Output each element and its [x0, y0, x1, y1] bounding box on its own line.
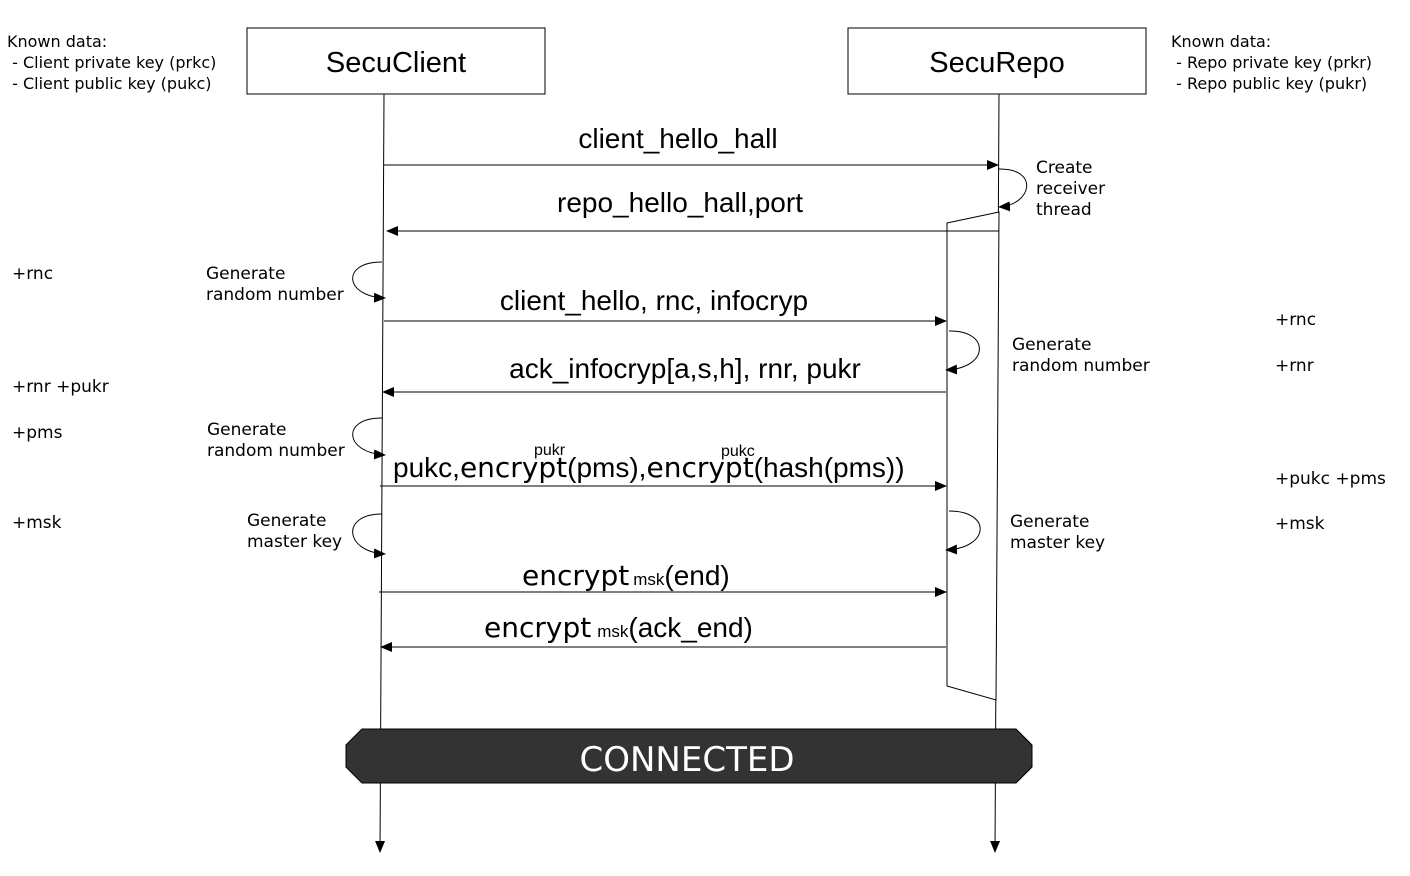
msg5-part1: pukc, — [393, 452, 460, 483]
repo-gen-rn-note: Generate random number — [1012, 335, 1150, 376]
receiver-thread-activation — [946, 211, 1000, 701]
repo-actor-label: SecuRepo — [929, 47, 1064, 79]
repo-state-msk: +msk — [1275, 514, 1325, 534]
msg6-arg: (end) — [664, 560, 729, 591]
msg-encrypt-pms-sup1: pukr — [534, 442, 566, 459]
msg-encrypt-ack-end-label: encrypt msk(ack_end) — [484, 611, 753, 644]
msg5-enc2: encrypt — [646, 451, 753, 484]
connected-banner — [345, 728, 1033, 784]
client-actor-label: SecuClient — [326, 47, 466, 79]
client-state-rnr-pukr: +rnr +pukr — [12, 377, 109, 397]
client-gen-mk-note: Generate master key — [247, 511, 342, 552]
client-gen-rn1-line2: random number — [206, 285, 344, 305]
msg7-arg: (ack_end) — [628, 612, 753, 643]
repo-known-title: Known data: — [1171, 32, 1271, 51]
repo-gen-rn-line1: Generate — [1012, 335, 1091, 355]
msg7-enc: encrypt — [484, 611, 591, 644]
msg6-sub: msk — [633, 570, 665, 589]
repo-state-rnc: +rnc — [1275, 310, 1316, 330]
repo-known-data: Known data: - Repo private key (prkr) - … — [1171, 32, 1372, 93]
msg-encrypt-pms-sup2: pukc — [721, 443, 755, 460]
repo-state-pukc-pms: +pukc +pms — [1275, 469, 1386, 489]
create-thread-line3: thread — [1036, 200, 1092, 220]
client-lifeline — [375, 93, 386, 853]
client-state-rnc: +rnc — [12, 264, 53, 284]
create-thread-note: Create receiver thread — [1036, 158, 1105, 220]
msg5-arg2: (hash(pms)) — [754, 452, 905, 483]
msg-client-hello-hall-label: client_hello_hall — [578, 123, 777, 154]
client-known-line2: - Client public key (pukc) — [7, 74, 212, 93]
client-gen-rn1-line1: Generate — [206, 264, 285, 284]
repo-actor-box — [847, 27, 1147, 95]
repo-gen-mk-note: Generate master key — [1010, 512, 1105, 553]
repo-gen-rn-loop — [945, 330, 980, 375]
client-state-msk: +msk — [12, 513, 62, 533]
client-known-data: Known data: - Client private key (prkc) … — [7, 32, 216, 93]
client-gen-rn2-line2: random number — [207, 441, 345, 461]
client-gen-rn2-note: Generate random number — [207, 420, 345, 461]
msg-encrypt-pms-label: pukc,encrypt(pms),encrypt(hash(pms)) — [393, 451, 905, 484]
client-gen-rn2-loop — [352, 417, 386, 460]
repo-gen-mk-loop — [945, 510, 981, 555]
client-state-pms: +pms — [12, 423, 63, 443]
repo-gen-rn-line2: random number — [1012, 356, 1150, 376]
repo-known-line2: - Repo public key (pukr) — [1171, 74, 1367, 93]
client-gen-rn2-line1: Generate — [207, 420, 286, 440]
client-gen-rn1-loop — [352, 261, 386, 303]
msg6-enc: encrypt — [522, 559, 629, 592]
client-gen-mk-line1: Generate — [247, 511, 326, 531]
client-actor-box — [246, 27, 546, 95]
client-gen-mk-loop — [352, 513, 386, 559]
create-thread-loop — [997, 168, 1028, 212]
repo-state: +rnc +rnr +pukc +pms +msk — [1275, 310, 1386, 534]
client-known-title: Known data: — [7, 32, 107, 51]
msg5-enc1: encrypt — [460, 451, 567, 484]
msg-ack-infocryp-label: ack_infocryp[a,s,h], rnr, pukr — [509, 353, 861, 384]
create-thread-line2: receiver — [1036, 179, 1105, 199]
repo-gen-mk-line1: Generate — [1010, 512, 1089, 532]
msg7-sub: msk — [597, 622, 629, 641]
client-known-line1: - Client private key (prkc) — [7, 53, 216, 72]
client-state: +rnc +rnr +pukr +pms +msk — [12, 264, 109, 533]
repo-gen-mk-line2: master key — [1010, 533, 1105, 553]
client-gen-mk-line2: master key — [247, 532, 342, 552]
msg5-arg1: (pms), — [567, 452, 646, 483]
client-gen-rn1-note: Generate random number — [206, 264, 344, 305]
connected-banner-label: CONNECTED — [579, 740, 794, 780]
repo-state-rnr: +rnr — [1275, 356, 1314, 376]
repo-known-line1: - Repo private key (prkr) — [1171, 53, 1372, 72]
msg-repo-hello-hall-label: repo_hello_hall,port — [557, 187, 803, 218]
msg-client-hello-label: client_hello, rnc, infocryp — [500, 285, 808, 316]
create-thread-line1: Create — [1036, 158, 1093, 178]
